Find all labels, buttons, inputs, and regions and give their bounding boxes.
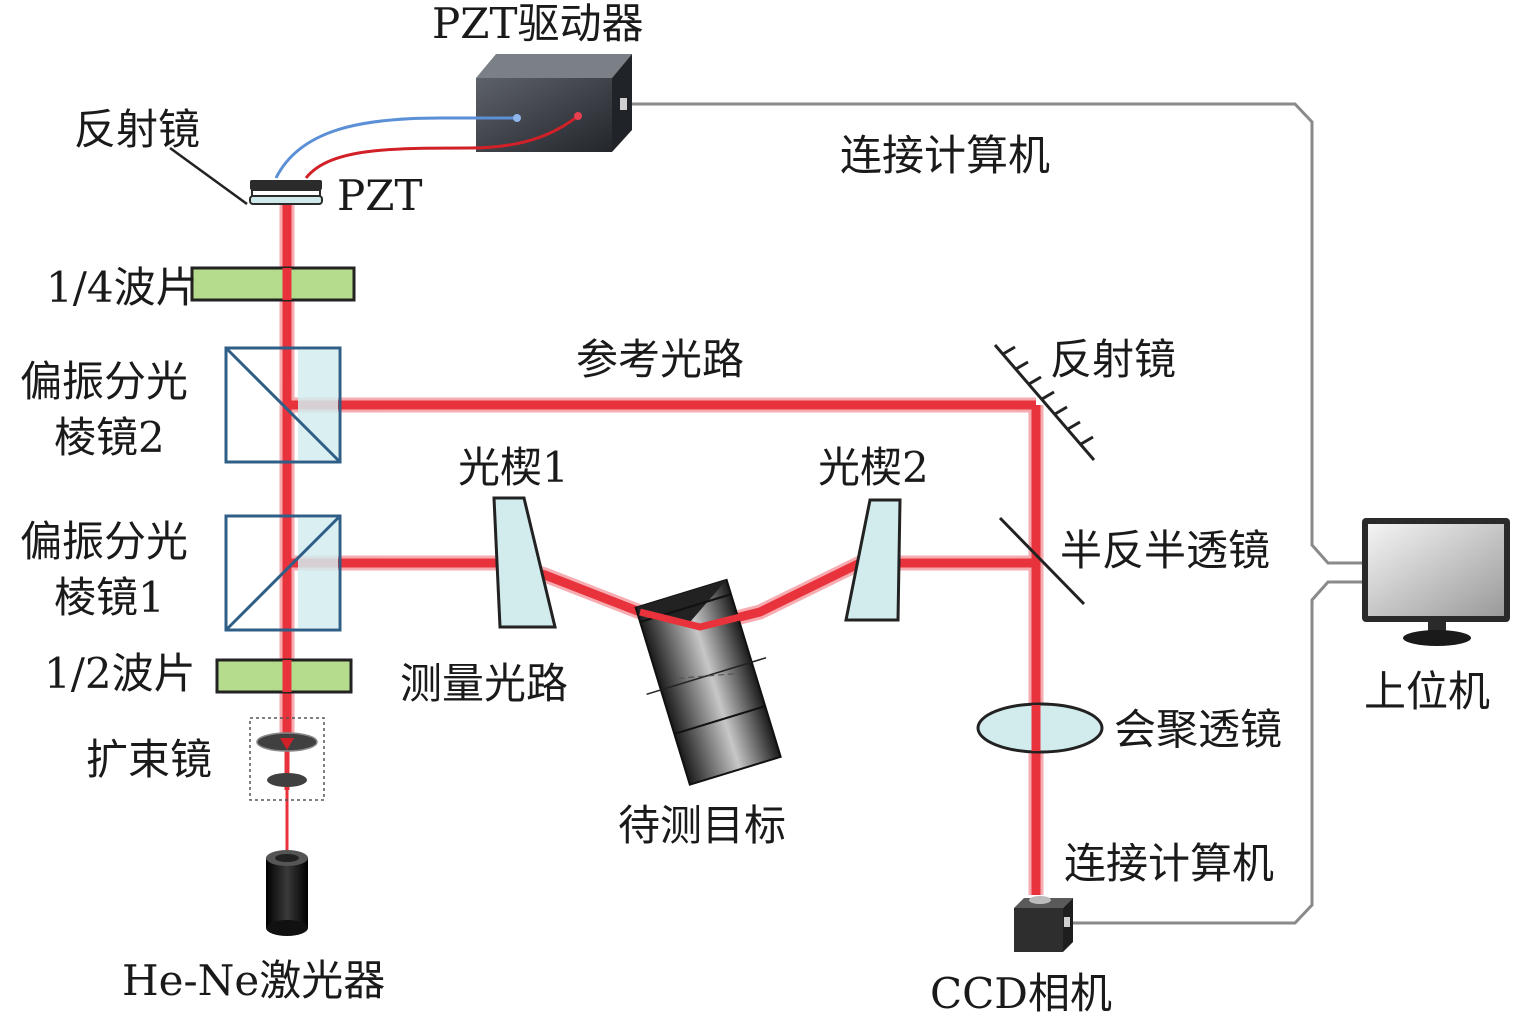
top-mirror-leader [169,146,248,206]
label-half-mirror: 半反半透镜 [1060,526,1270,575]
half-mirror [998,516,1086,606]
beam-expander [249,717,325,801]
label-right-mirror: 反射镜 [1050,335,1176,384]
label-wedge1: 光楔1 [458,443,569,492]
wire-blue [274,116,516,179]
optical-wedge-1 [492,496,557,629]
pzt-wires [274,112,582,179]
optical-wedge-2 [844,498,902,622]
target-under-test [634,578,782,786]
cables [625,102,1362,925]
converging-lens [976,702,1104,754]
label-connect-computer-bottom: 连接计算机 [1064,839,1274,888]
label-pbs1-line1: 偏振分光 [20,517,188,566]
pbs-1 [224,514,342,632]
label-pbs2-line2: 棱镜2 [54,413,165,462]
half-wave-plate [215,658,353,694]
beam-on-target [639,608,761,631]
host-computer [1362,518,1510,646]
cable-driver-to-host [625,102,1362,565]
label-pzt-driver: PZT驱动器 [432,0,643,48]
right-mirror [993,344,1096,461]
label-measurement-path: 测量光路 [400,659,568,708]
cable-ccd-to-host [1065,580,1362,925]
label-quarter-wave: 1/4波片 [46,263,198,312]
label-pzt: PZT [337,171,422,220]
label-wedge2: 光楔2 [818,443,929,492]
label-laser: He-Ne激光器 [122,956,385,1005]
pbs-2 [224,346,342,464]
wire-red [304,114,579,179]
label-pbs1-line2: 棱镜1 [54,573,165,622]
pzt-driver-box [476,54,632,152]
label-connect-computer-top: 连接计算机 [840,131,1050,180]
label-pbs2-line1: 偏振分光 [20,357,188,406]
he-ne-laser [266,850,308,936]
labels: PZT驱动器 反射镜 PZT 连接计算机 1/4波片 偏振分光 棱镜2 参考光路… [20,0,1490,1018]
label-beam-expander: 扩束镜 [86,735,212,784]
label-half-wave: 1/2波片 [44,649,196,698]
label-reference-path: 参考光路 [576,335,744,384]
label-ccd: CCD相机 [930,969,1112,1018]
pzt-mirror [249,180,323,205]
label-host-computer: 上位机 [1364,667,1490,716]
label-top-mirror: 反射镜 [74,105,200,154]
ccd-camera [1014,896,1073,952]
label-target: 待测目标 [618,801,786,850]
label-converging-lens: 会聚透镜 [1114,705,1282,754]
beams [279,200,1044,895]
quarter-wave-plate [190,266,356,302]
